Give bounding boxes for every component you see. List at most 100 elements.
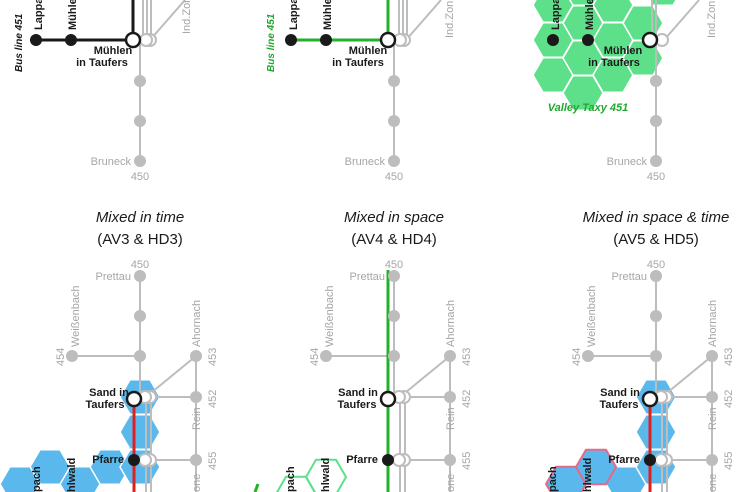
stop-lappach-dot <box>285 34 297 46</box>
stop-lappach-label: pach <box>31 466 43 492</box>
sand-label-line2: Taufers <box>86 399 125 411</box>
line-455-label: 455 <box>461 452 473 470</box>
panel-bus-line-green: Lappa Mühlen Bus line 451 Mühlen in Tauf… <box>266 0 456 183</box>
grey-stop-ring <box>139 33 153 47</box>
stop-muehlen-label: Mühlen <box>584 0 596 30</box>
stop-muehlwald-label: hlwald <box>320 458 332 492</box>
stop-muehlwald-label: hlwald <box>66 458 78 492</box>
stop-prettau-label: Prettau <box>96 271 131 283</box>
grey-stop <box>706 350 718 362</box>
grey-stop <box>388 350 400 362</box>
stop-pfarre-label: Pfarre <box>346 454 378 466</box>
line-452-label: 452 <box>461 390 473 408</box>
bus-line-451-path <box>291 0 390 42</box>
stop-bruneck-dot <box>134 155 146 167</box>
ahornach-label: Ahornach <box>191 300 203 347</box>
weissenbach-label: Weißenbach <box>586 285 598 347</box>
line-453-label: 453 <box>461 348 473 366</box>
rein-label: Rein <box>191 407 203 430</box>
hub-stop-sand-in-taufers <box>125 390 143 408</box>
ind-zone-label: Ind.Zon <box>444 1 456 38</box>
panel-subtitle: (AV3 & HD3) <box>97 231 183 248</box>
sand-label-line1: Sand in <box>89 387 129 399</box>
line-453-label: 453 <box>723 348 735 366</box>
stop-lappach-label: Lappa <box>288 0 300 30</box>
stop-lappach-dot <box>547 34 559 46</box>
grey-stop <box>320 350 332 362</box>
hub-stop-muehlen-in-taufers <box>124 31 142 49</box>
stop-prettau-dot <box>134 270 146 282</box>
line-453-label: 453 <box>207 348 219 366</box>
network-lines <box>588 270 713 492</box>
line-450-label: 450 <box>385 259 403 271</box>
grey-stop <box>650 75 662 87</box>
line-454-label: 454 <box>571 348 583 366</box>
rein-label: Rein <box>707 407 719 430</box>
ind-zone-label: Ind.Zon <box>181 0 193 34</box>
rein-label: Rein <box>445 407 457 430</box>
sand-label-line1: Sand in <box>600 387 640 399</box>
valley-taxi-label: Valley Taxy 451 <box>548 102 629 114</box>
sand-label-line1: Sand in <box>338 387 378 399</box>
weissenbach-label: Weißenbach <box>70 285 82 347</box>
panel-valley-taxi: Lappa Mühlen Mühlen in Taufers Valley Ta… <box>532 0 718 183</box>
grey-stop <box>134 115 146 127</box>
hub-label-line2: in Taufers <box>588 57 640 69</box>
stop-rein-dot <box>190 391 202 403</box>
grey-stop <box>650 350 662 362</box>
line-455-label: 455 <box>723 452 735 470</box>
grey-stop <box>134 310 146 322</box>
hub-label-line1: Mühlen <box>94 45 133 57</box>
stop-pfarre-dot <box>644 454 656 466</box>
stop-bruneck-label: Bruneck <box>345 156 386 168</box>
panel-subtitle: (AV5 & HD5) <box>613 231 699 248</box>
trunk-lines <box>651 0 700 165</box>
panel-mixed-in-space-and-time: Mixed in space & time (AV5 & HD5) <box>545 209 735 492</box>
grey-stop <box>582 350 594 362</box>
hub-stop-muehlen-in-taufers <box>641 31 659 49</box>
grey-stop <box>66 350 78 362</box>
stop-muehlen-label: Mühlen <box>322 0 334 30</box>
sand-label-line2: Taufers <box>600 399 639 411</box>
panel-title: Mixed in space & time <box>583 209 730 226</box>
stop-pfarre-label: Pfarre <box>608 454 640 466</box>
stop-rein-dot <box>444 391 456 403</box>
grey-stop <box>134 75 146 87</box>
grey-stop-ring <box>138 453 152 467</box>
stop-muehlen-dot <box>65 34 77 46</box>
line-450-label: 450 <box>131 171 149 183</box>
stop-lappach-label: Lappa <box>550 0 562 30</box>
line-450-label: 450 <box>647 171 665 183</box>
grey-stop-ring <box>654 453 668 467</box>
bus-line-label: Bus line 451 <box>14 13 25 72</box>
stop-pfarre-label: Pfarre <box>92 454 124 466</box>
stop-lappach-label: pach <box>547 466 559 492</box>
line-455-label: 455 <box>207 452 219 470</box>
line-452-label: 452 <box>723 390 735 408</box>
stop-prettau-dot <box>650 270 662 282</box>
hub-label-line2: in Taufers <box>332 57 384 69</box>
stop-one-label: one <box>707 474 719 492</box>
network-lines <box>326 270 451 492</box>
line-454-label: 454 <box>309 348 321 366</box>
line-450-label: 450 <box>131 259 149 271</box>
ind-zone-label: Ind.Zon <box>706 1 718 38</box>
stop-prettau-dot <box>388 270 400 282</box>
grey-stop <box>650 310 662 322</box>
stop-one-label: one <box>445 474 457 492</box>
hub-label-line2: in Taufers <box>76 57 128 69</box>
grey-stop <box>190 454 202 466</box>
panel-mixed-in-space: Mixed in space (AV4 & HD4) <box>253 209 473 492</box>
panel-bus-line: Lappa Mühlen Bus line 451 Mühlen in Tauf… <box>14 0 193 183</box>
grey-stop <box>444 454 456 466</box>
bus-line-451-path <box>36 0 135 42</box>
stop-prettau-label: Prettau <box>350 271 385 283</box>
hub-label-line1: Mühlen <box>604 45 643 57</box>
weissenbach-label: Weißenbach <box>324 285 336 347</box>
stop-muehlen-dot <box>320 34 332 46</box>
stop-bruneck-dot <box>650 155 662 167</box>
bus-line-label: Bus line 451 <box>266 13 277 72</box>
stop-muehlen-dot <box>582 34 594 46</box>
grey-stop <box>444 350 456 362</box>
